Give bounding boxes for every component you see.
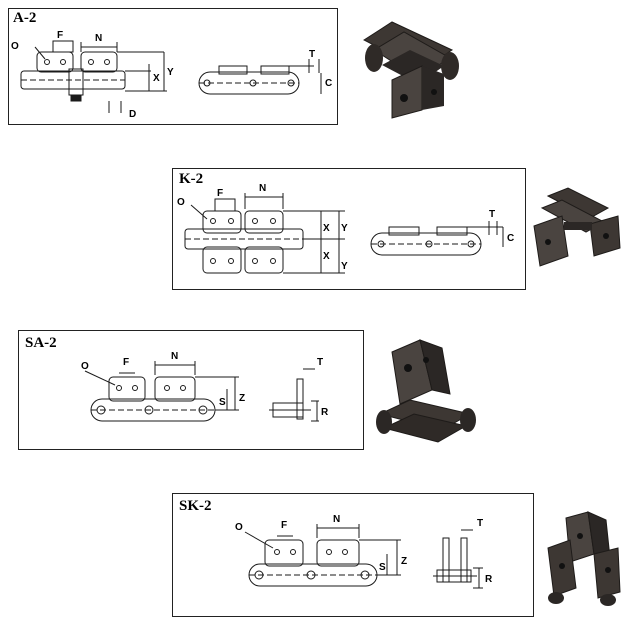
label-sa2-z: Z bbox=[239, 393, 245, 404]
label-sk2-r: R bbox=[485, 574, 493, 585]
label-sk2-n: N bbox=[333, 514, 340, 525]
panel-sa2: SA-2 O F N S bbox=[18, 330, 364, 450]
label-k2-y2: Y bbox=[341, 261, 348, 272]
label-a2-n: N bbox=[95, 33, 102, 44]
label-sk2-s: S bbox=[379, 562, 386, 573]
chain-attachment-k2-photo bbox=[533, 187, 621, 267]
chain-attachment-sk2-photo bbox=[547, 511, 621, 606]
label-a2-o: O bbox=[11, 41, 19, 52]
label-sa2-o: O bbox=[81, 361, 89, 372]
label-a2-x: X bbox=[153, 73, 160, 84]
label-a2-d: D bbox=[129, 109, 136, 120]
label-sa2-n: N bbox=[171, 351, 178, 362]
label-k2-n: N bbox=[259, 183, 266, 194]
label-sa2-s: S bbox=[219, 397, 226, 408]
panel-title-a2: A-2 bbox=[13, 10, 37, 26]
panel-title-k2: K-2 bbox=[179, 171, 204, 187]
panel-title-sa2: SA-2 bbox=[25, 335, 57, 351]
label-a2-t: T bbox=[309, 49, 315, 60]
label-a2-y: Y bbox=[167, 67, 174, 78]
drawing-sa2: O F N S Z T R bbox=[81, 351, 329, 422]
label-k2-x2: X bbox=[323, 251, 330, 262]
label-k2-o: O bbox=[177, 197, 185, 208]
chain-attachment-a2-photo bbox=[363, 21, 459, 119]
panel-sk2: SK-2 O F N bbox=[172, 493, 534, 617]
panel-title-sk2: SK-2 bbox=[179, 498, 212, 514]
panel-k2: K-2 bbox=[172, 168, 526, 290]
label-k2-f: F bbox=[217, 188, 223, 199]
chain-attachment-sa2-photo bbox=[376, 339, 476, 443]
label-a2-f: F bbox=[57, 30, 63, 41]
label-sk2-o: O bbox=[235, 522, 243, 533]
label-sa2-r: R bbox=[321, 407, 329, 418]
drawing-sk2: O F N S Z T R bbox=[235, 514, 493, 589]
label-a2-c: C bbox=[325, 78, 332, 89]
label-sk2-f: F bbox=[281, 520, 287, 531]
panel-a2: A-2 bbox=[8, 8, 338, 125]
label-sa2-f: F bbox=[123, 357, 129, 368]
label-sa2-t: T bbox=[317, 357, 323, 368]
label-k2-c: C bbox=[507, 233, 514, 244]
drawing-a2: O F N X Y D T C bbox=[11, 30, 332, 120]
label-k2-y1: Y bbox=[341, 223, 348, 234]
label-sk2-z: Z bbox=[401, 556, 407, 567]
drawing-k2: O F N X X Y Y T C bbox=[177, 183, 514, 274]
label-sk2-t: T bbox=[477, 518, 483, 529]
label-k2-t: T bbox=[489, 209, 495, 220]
label-k2-x1: X bbox=[323, 223, 330, 234]
